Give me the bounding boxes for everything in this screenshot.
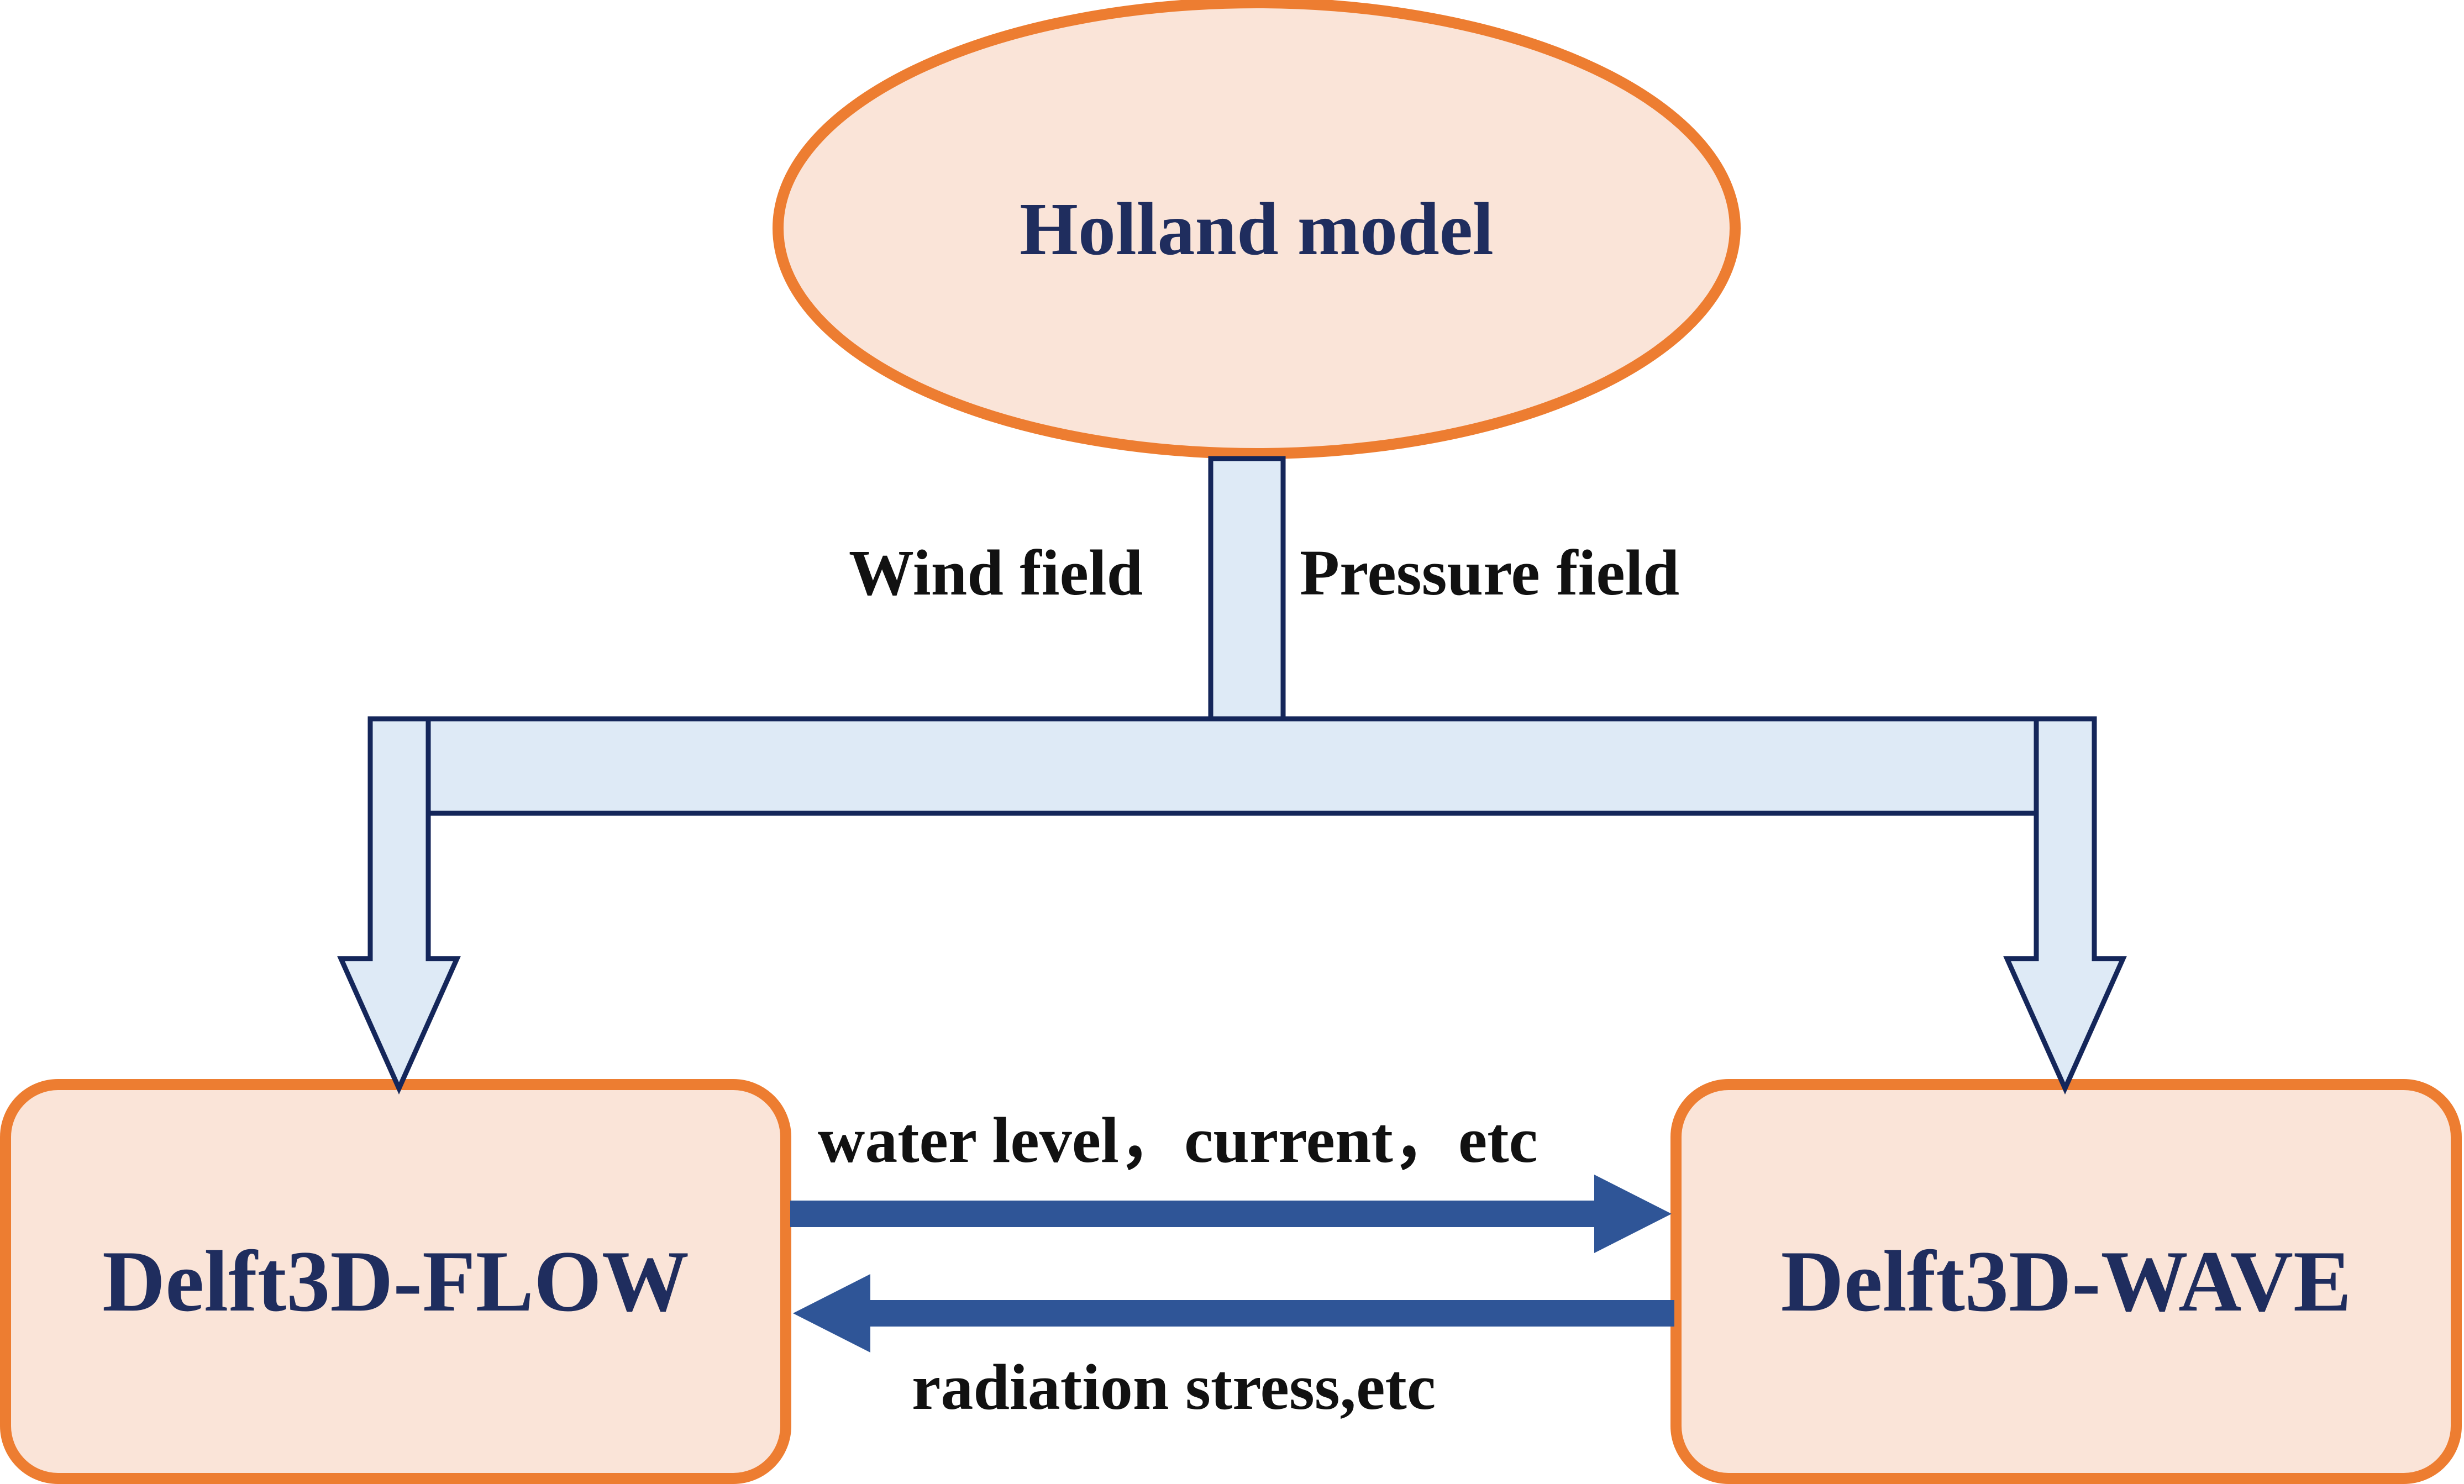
holland-model-ellipse — [773, 0, 1741, 459]
holland-model-label: Holland model — [1020, 188, 1494, 271]
flow-to-wave-arrow — [790, 1175, 1672, 1253]
wave-to-flow-arrow — [793, 1274, 1674, 1353]
pressure-field-label: Pressure field — [1300, 536, 1680, 609]
delft3d-wave-label: Delft3D-WAVE — [1780, 1233, 2352, 1330]
wind-field-label: Wind field — [849, 536, 1143, 609]
forcing-pipe-arrows — [337, 456, 2127, 1095]
wave-to-flow-label: radiation stress,etc — [912, 1351, 1436, 1423]
delft3d-flow-label: Delft3D-FLOW — [102, 1233, 689, 1330]
flow-to-wave-label: water level，current，etc — [818, 1104, 1538, 1176]
